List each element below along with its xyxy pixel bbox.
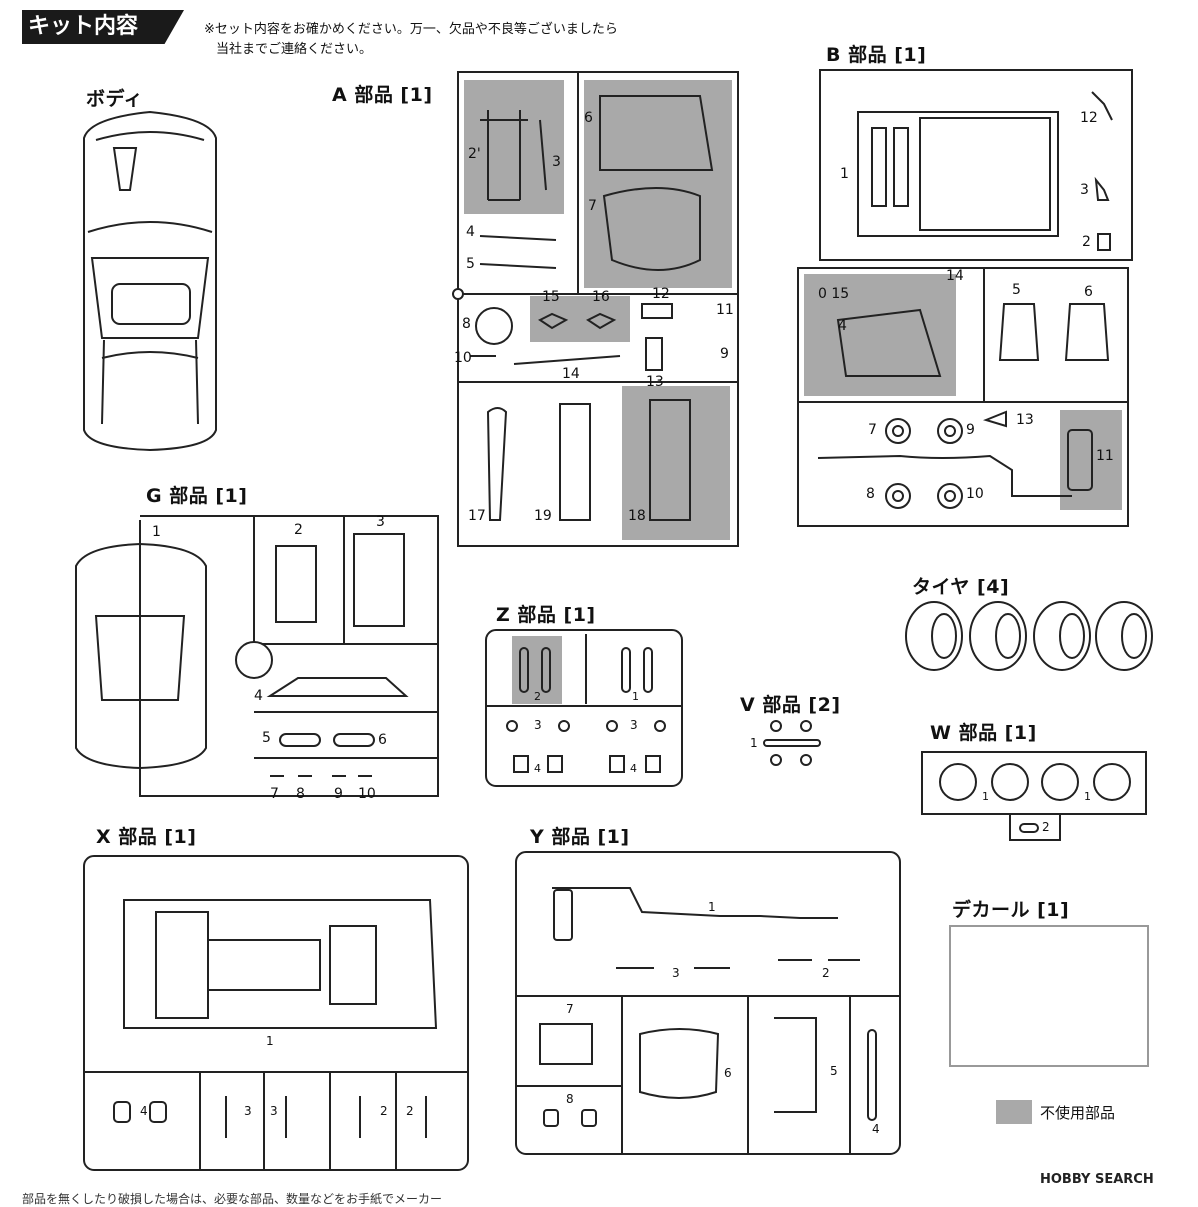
part-label: 13	[1016, 412, 1034, 428]
part-label: 4	[466, 224, 475, 240]
part-label: 1	[1084, 790, 1091, 803]
part-label: 4	[872, 1122, 880, 1136]
header-title: キット内容	[28, 14, 139, 39]
part-label: 1	[840, 166, 849, 182]
part-label: 10	[966, 486, 984, 502]
part-label: 6	[1084, 284, 1093, 300]
decal-sheet	[949, 925, 1149, 1067]
part-label: 12	[1080, 110, 1098, 126]
part-label: 2'	[468, 146, 481, 162]
part-label: 4	[630, 762, 637, 775]
section-header: キット内容	[22, 10, 184, 44]
part-label: 5	[466, 256, 475, 272]
tires	[905, 601, 1153, 671]
part-label: 16	[592, 289, 610, 305]
tire-title: タイヤ [4]	[912, 576, 1010, 598]
part-label: 3	[244, 1104, 252, 1118]
part-label: 14	[562, 366, 580, 382]
part-label: 4	[838, 318, 847, 334]
parts-w-tree	[921, 751, 1147, 841]
body-title: ボディ	[86, 88, 144, 110]
part-label: 5	[262, 730, 271, 746]
note-line-1: ※セット内容をお確かめください。万一、欠品や不良等ございましたら	[204, 22, 618, 37]
part-label: 4	[254, 688, 263, 704]
header-note: ※セット内容をお確かめください。万一、欠品や不良等ございましたら 当社までご連絡…	[204, 20, 618, 60]
part-label: 8	[566, 1092, 574, 1106]
parts-g-title: G 部品 [1]	[146, 485, 248, 507]
part-label: 3	[630, 718, 638, 732]
part-label: 2	[822, 966, 830, 980]
part-label: 1	[152, 524, 161, 540]
parts-a-title: A 部品 [1]	[332, 84, 433, 106]
parts-g-tree	[75, 515, 439, 797]
part-label: 12	[652, 286, 670, 302]
part-label: 2	[406, 1104, 414, 1118]
part-label: 1	[982, 790, 989, 803]
part-label: 2	[294, 522, 303, 538]
part-label: 5	[830, 1064, 838, 1078]
part-label: 1	[632, 690, 639, 703]
part-label: 1	[708, 900, 716, 914]
part-label: 9	[334, 786, 343, 802]
part-label: 3	[1080, 182, 1089, 198]
footer-note: 部品を無くしたり破損した場合は、必要な部品、数量などをお手紙でメーカー	[22, 1192, 443, 1206]
part-label: 17	[468, 508, 486, 524]
parts-x-title: X 部品 [1]	[96, 826, 197, 848]
part-label: 4	[534, 762, 541, 775]
parts-y-tree	[515, 851, 901, 1155]
part-label: 9	[720, 346, 729, 362]
body-part	[83, 110, 217, 452]
part-label: 10	[454, 350, 472, 366]
part-label: 14	[946, 268, 964, 284]
part-label: 3	[534, 718, 542, 732]
part-label: 3	[270, 1104, 278, 1118]
parts-w-title: W 部品 [1]	[930, 722, 1037, 744]
part-label: 2	[1042, 820, 1050, 834]
part-label: 11	[716, 302, 734, 318]
part-label: 10	[358, 786, 376, 802]
parts-v-title: V 部品 [2]	[740, 694, 841, 716]
note-line-2: 当社までご連絡ください。	[216, 42, 373, 57]
parts-x-tree	[83, 855, 469, 1171]
hobby-search-watermark: HOBBY SEARCH	[1040, 1172, 1154, 1187]
part-label: 7	[566, 1002, 574, 1016]
part-label: 13	[646, 374, 664, 390]
part-label: 0 15	[818, 286, 850, 302]
part-label: 6	[584, 110, 593, 126]
part-label: 1	[750, 736, 758, 750]
part-label: 7	[270, 786, 279, 802]
part-label: 4	[140, 1104, 148, 1118]
parts-b-title: B 部品 [1]	[826, 44, 927, 66]
part-label: 7	[868, 422, 877, 438]
part-label: 15	[542, 289, 560, 305]
decal-title: デカール [1]	[952, 899, 1070, 921]
parts-y-title: Y 部品 [1]	[530, 826, 630, 848]
parts-z-tree	[485, 629, 683, 787]
part-label: 3	[376, 514, 385, 530]
unused-parts-swatch	[996, 1100, 1032, 1124]
part-label: 1	[266, 1034, 274, 1048]
part-label: 11	[1096, 448, 1114, 464]
part-label: 8	[462, 316, 471, 332]
part-label: 5	[1012, 282, 1021, 298]
part-label: 8	[296, 786, 305, 802]
part-label: 6	[378, 732, 387, 748]
part-label: 3	[552, 154, 561, 170]
part-label: 9	[966, 422, 975, 438]
part-label: 2	[380, 1104, 388, 1118]
part-label: 6	[724, 1066, 732, 1080]
part-label: 7	[588, 198, 597, 214]
part-label: 18	[628, 508, 646, 524]
parts-v-tree	[763, 720, 821, 766]
parts-z-title: Z 部品 [1]	[496, 604, 596, 626]
parts-b-tree	[797, 69, 1133, 527]
parts-a-tree	[452, 71, 739, 547]
unused-parts-label: 不使用部品	[1040, 1104, 1116, 1122]
part-label: 2	[534, 690, 541, 703]
part-label: 8	[866, 486, 875, 502]
part-label: 2	[1082, 234, 1091, 250]
part-label: 19	[534, 508, 552, 524]
part-label: 3	[672, 966, 680, 980]
